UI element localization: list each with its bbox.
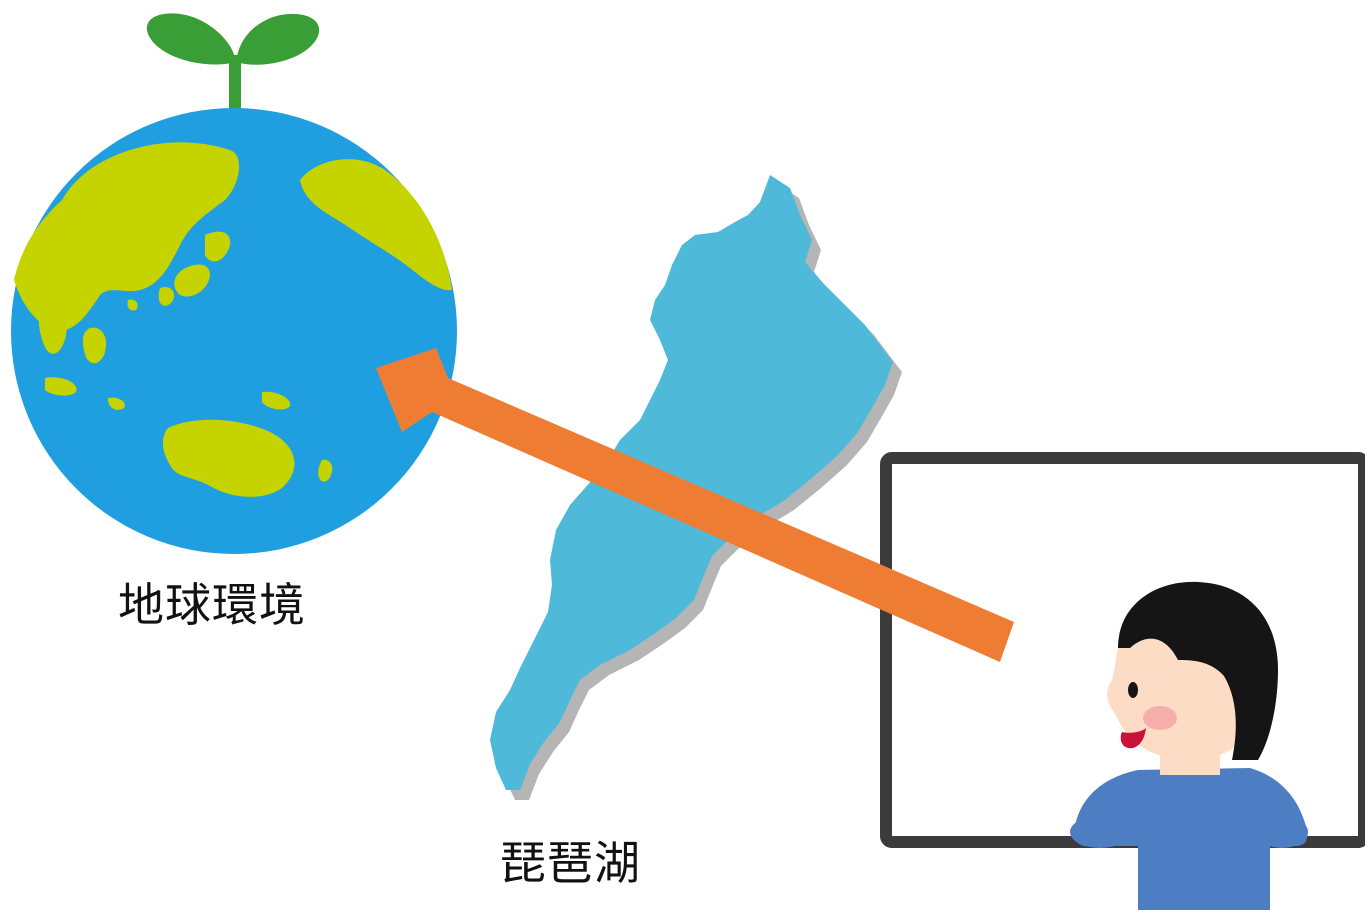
arrow-icon [376, 348, 1014, 662]
earth-label: 地球環境 [118, 578, 306, 632]
lake-label: 琵琶湖 [500, 836, 641, 890]
sprout-icon [146, 13, 320, 115]
globe-land [14, 142, 452, 497]
globe-with-sprout-icon [11, 13, 457, 554]
person-at-window-icon [1070, 581, 1308, 910]
